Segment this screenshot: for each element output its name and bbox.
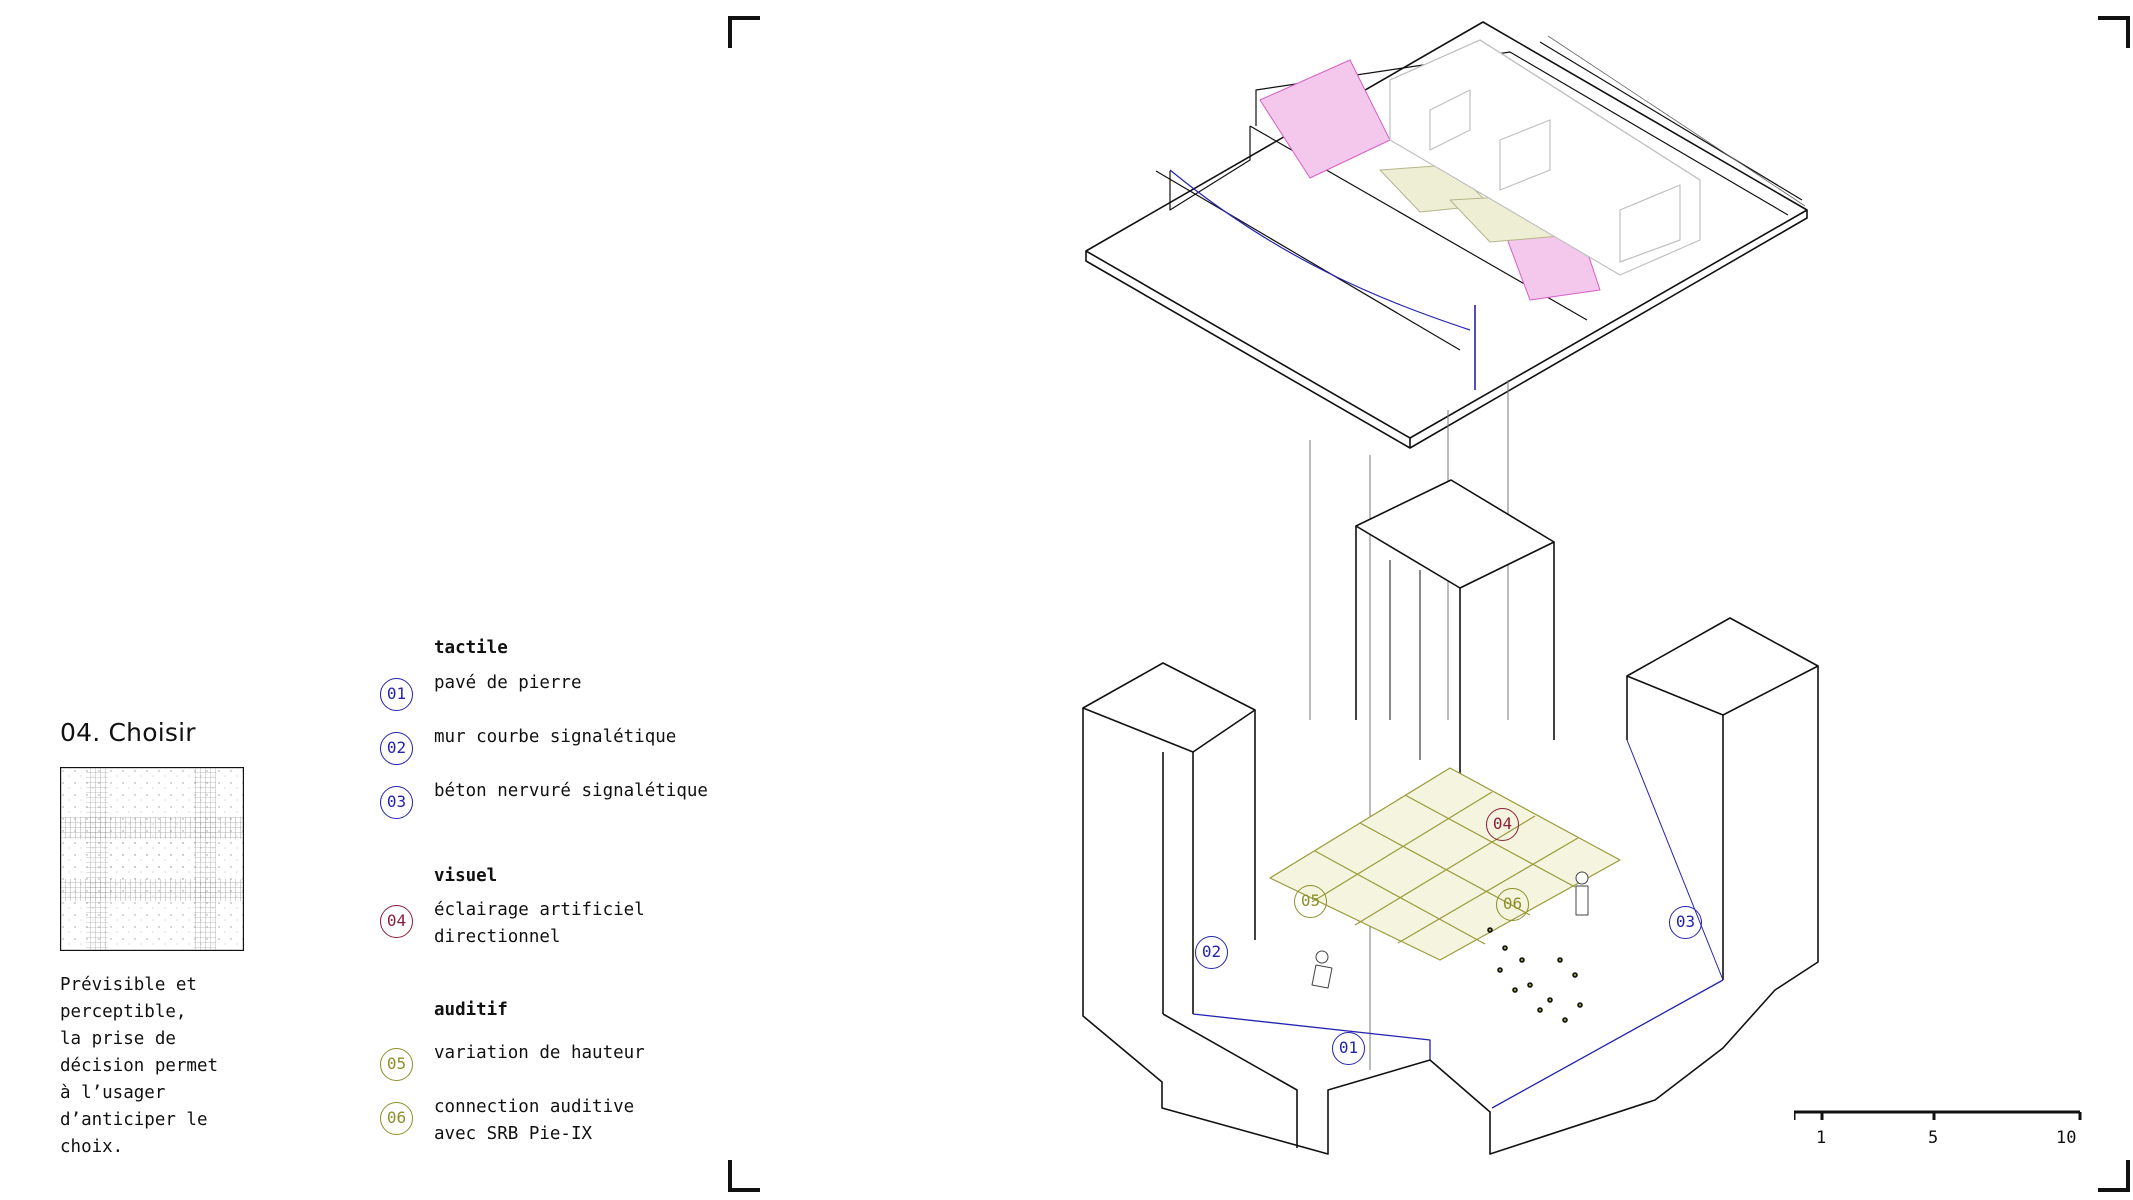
axonometric-drawing — [1082, 21, 1819, 1155]
legend-heading-tactile: tactile — [434, 638, 508, 658]
sound-dots — [1487, 927, 1583, 1023]
plan-thumbnail — [60, 767, 244, 951]
scale-tick-1: 1 — [1816, 1128, 1827, 1148]
marker-badge: 02 — [1195, 936, 1228, 969]
right-wall — [1429, 617, 1819, 1155]
marker-badge: 06 — [1496, 888, 1529, 921]
legend-number-badge: 03 — [380, 786, 413, 819]
scale-tick-10: 10 — [2056, 1128, 2077, 1148]
scale-tick-5: 5 — [1928, 1128, 1939, 1148]
legend-item-label: béton nervuré signalétique — [434, 781, 708, 801]
section-title: 04. Choisir — [60, 718, 196, 747]
legend-number-badge: 01 — [380, 678, 413, 711]
legend-heading-visuel: visuel — [434, 866, 498, 886]
section-caption: Prévisible et perceptible, la prise de d… — [60, 975, 219, 1157]
legend-item-label: variation de hauteur — [434, 1043, 645, 1063]
lighting-grid — [1269, 767, 1621, 961]
legend-item-label: éclairage artificiel directionnel — [434, 900, 645, 947]
crop-mark-top-left — [728, 16, 760, 48]
crop-mark-top-right — [2098, 16, 2130, 48]
legend-number-badge: 06 — [380, 1102, 413, 1135]
marker-badge: 04 — [1486, 808, 1519, 841]
scale-bar-graphic — [1792, 1110, 2082, 1120]
legend-heading-auditif: auditif — [434, 1000, 508, 1020]
crop-mark-bottom-right — [2098, 1160, 2130, 1192]
legend-number-badge: 02 — [380, 732, 413, 765]
legend-item-label: connection auditive avec SRB Pie-IX — [434, 1097, 635, 1144]
marker-badge: 03 — [1669, 906, 1702, 939]
marker-badge: 05 — [1294, 885, 1327, 918]
left-wall — [1082, 662, 1431, 1155]
street-slab — [1085, 21, 1808, 449]
legend-number-badge: 05 — [380, 1048, 413, 1081]
legend-number-badge: 04 — [380, 905, 413, 938]
central-tower — [1355, 479, 1555, 780]
legend-item-label: pavé de pierre — [434, 673, 582, 693]
marker-badge: 01 — [1332, 1032, 1365, 1065]
shaft-lines — [1309, 380, 1509, 1070]
legend-item-label: mur courbe signalétique — [434, 727, 677, 747]
scale-bar: 1 5 10 — [1792, 1110, 2084, 1170]
crop-mark-bottom-left — [728, 1160, 760, 1192]
people-figures — [1311, 871, 1589, 989]
